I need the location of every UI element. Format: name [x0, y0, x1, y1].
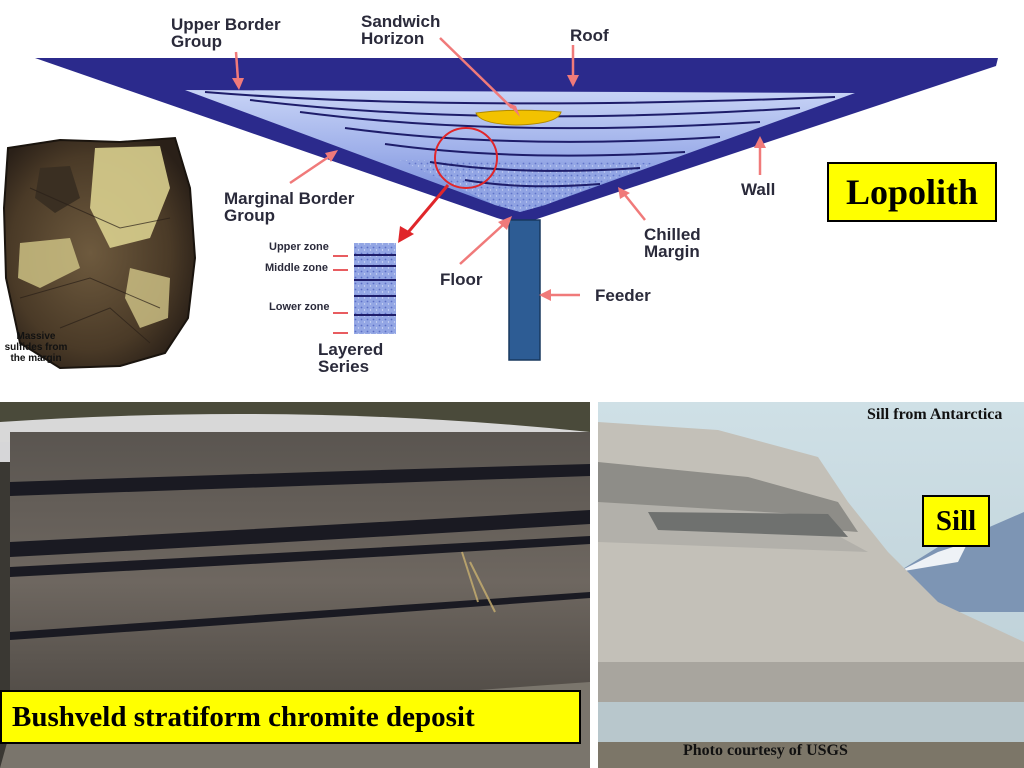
- antarctica-sill-photo: [598, 402, 1024, 768]
- label-middle-zone: Middle zone: [265, 262, 328, 274]
- highlight-arrow: [403, 184, 450, 237]
- highlight-circle: [434, 127, 498, 189]
- sandwich-horizon-lens: [475, 109, 562, 126]
- arrow-chilled-margin: [624, 194, 646, 221]
- sulfide-sample-image: [2, 136, 197, 370]
- layered-series-lines: [354, 254, 396, 316]
- arrow-head-floor: [498, 216, 512, 230]
- antarctica-caption: Sill from Antarctica: [867, 406, 1003, 423]
- sill-box: Sill: [922, 495, 990, 547]
- arrow-head-marginal-border-group: [325, 150, 338, 162]
- arrow-head-upper-border-group: [232, 78, 244, 90]
- label-feeder: Feeder: [595, 286, 651, 305]
- arrow-head-sandwich-horizon: [506, 102, 520, 117]
- label-sandwich-horizon: Sandwich Horizon: [361, 12, 441, 48]
- feeder-dyke: [508, 219, 541, 361]
- label-floor: Floor: [440, 270, 483, 289]
- highlight-arrow-head: [398, 226, 414, 243]
- lopolith-box: Lopolith: [827, 162, 997, 222]
- usgs-credit: Photo courtesy of USGS: [683, 742, 848, 759]
- label-marginal-border-group: Marginal Border Group: [224, 189, 355, 225]
- zone-ticks: [333, 255, 348, 334]
- arrow-marginal-border-group: [289, 154, 331, 185]
- lopolith-inner-fill: [185, 90, 855, 212]
- label-layered-series: Layered Series: [318, 340, 384, 376]
- arrow-sandwich-horizon: [439, 37, 513, 109]
- layered-series-column: [354, 243, 396, 334]
- label-lower-zone: Lower zone: [269, 301, 330, 313]
- bushveld-caption-box: Bushveld stratiform chromite deposit: [0, 690, 581, 744]
- label-upper-zone: Upper zone: [269, 241, 329, 253]
- arrow-upper-border-group: [234, 51, 240, 81]
- arrow-floor: [459, 223, 505, 265]
- lopolith-diagram: [35, 37, 998, 361]
- arrow-head-roof: [567, 75, 579, 87]
- sulfide-sample-caption: Massive sulfides from the margin: [4, 331, 68, 364]
- label-wall: Wall: [741, 180, 776, 199]
- arrow-head-wall: [754, 136, 766, 148]
- arrow-head-feeder: [539, 289, 551, 301]
- arrow-head-chilled-margin: [618, 187, 630, 199]
- label-chilled-margin: Chilled Margin: [644, 225, 701, 261]
- label-roof: Roof: [570, 26, 609, 45]
- label-upper-border-group: Upper Border Group: [171, 15, 281, 51]
